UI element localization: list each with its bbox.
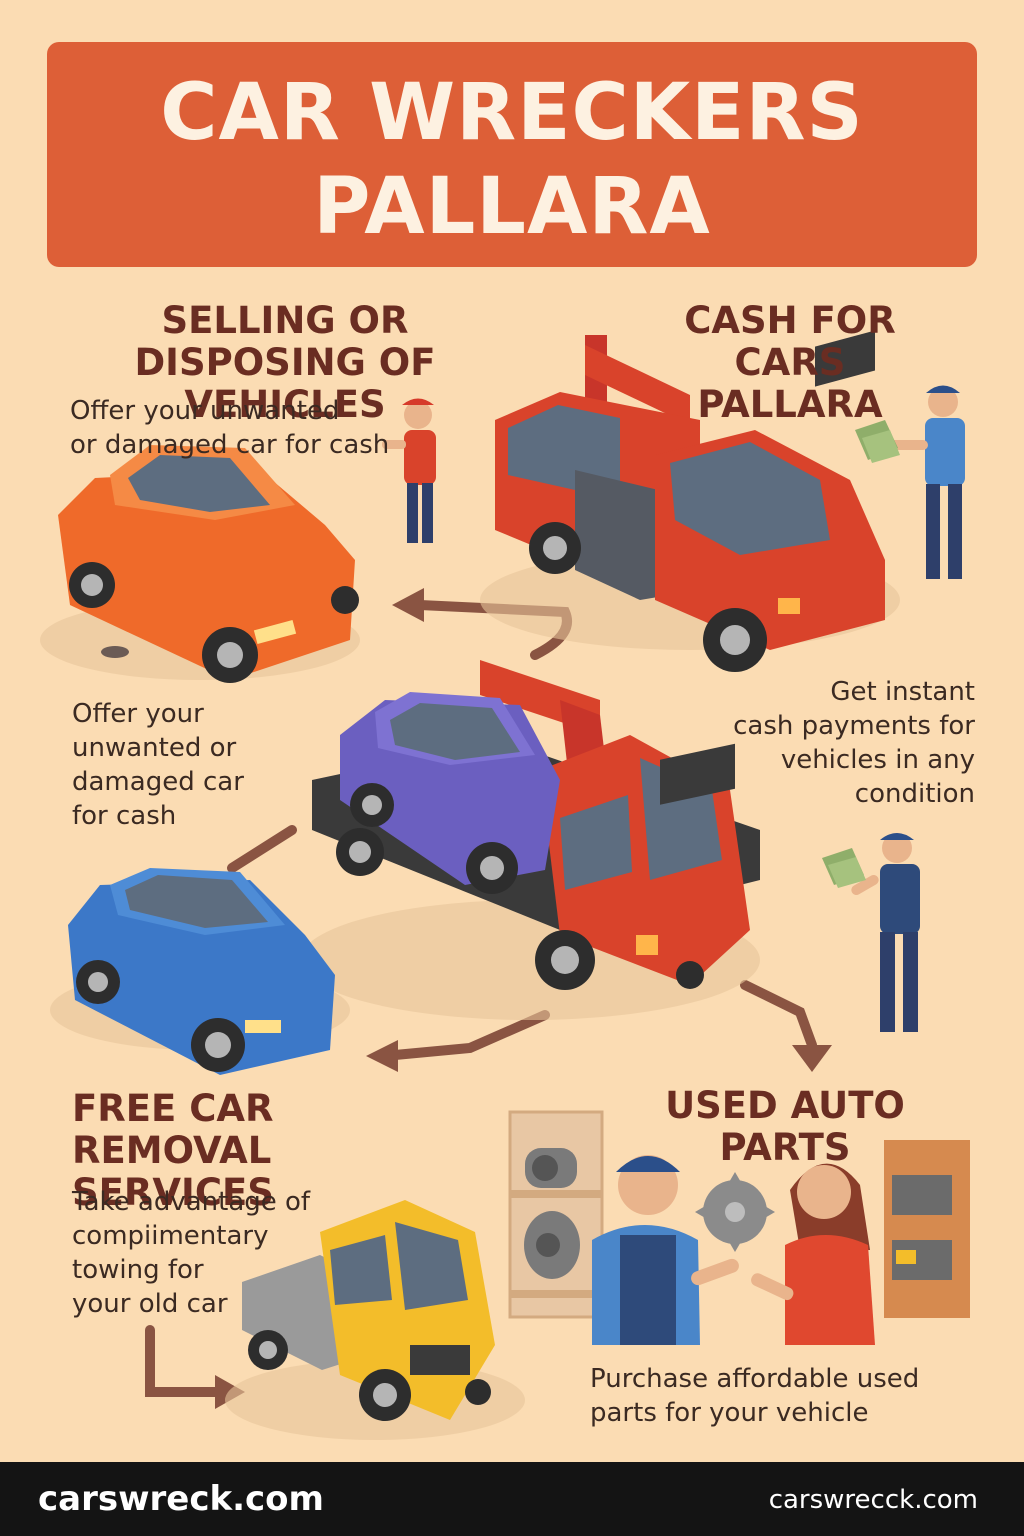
worker-icon (751, 1163, 875, 1345)
offer-text: Offer your unwanted or damaged car for c… (72, 697, 292, 833)
shelf-icon (508, 1110, 970, 1319)
illustration-scene (40, 330, 970, 1440)
cash-heading: CASH FOR CARS PALLARA (630, 300, 950, 426)
arrowhead-icons (215, 588, 832, 1409)
selling-heading: SELLING OR DISPOSING OF VEHICLES (55, 300, 515, 426)
cash-icon (855, 420, 900, 463)
selling-text: Offer your unwanted or damaged car for c… (70, 394, 410, 462)
removal-text-line1: Take advantage of (72, 1187, 311, 1217)
cash-heading-line1: CASH FOR CARS (684, 299, 896, 384)
title-banner: CAR WRECKERS PALLARA (47, 42, 977, 267)
offer-text-line3: damaged car (72, 767, 244, 797)
banner-title-line1: CAR WRECKERS (160, 68, 864, 158)
selling-heading-line2: DISPOSING OF VEHICLES (134, 341, 436, 426)
cash-text-line4: condition (854, 779, 975, 809)
yellow-flatbed-truck-icon (225, 1200, 525, 1440)
cash-text-line1: Get instant (830, 677, 975, 707)
offer-text-line1: Offer your (72, 699, 204, 729)
removal-text-line2: compiimentary (72, 1221, 269, 1251)
worker-icon (851, 833, 920, 1032)
footer-bar: carswreck.com carswrecck.com (0, 1462, 1024, 1536)
selling-text-line1: Offer your unwanted (70, 396, 340, 426)
cash-text: Get instant cash payments for vehicles i… (690, 675, 975, 811)
selling-heading-line1: SELLING OR (161, 299, 409, 342)
removal-text-line3: towing for (72, 1255, 204, 1285)
removal-heading-line1: FREE CAR (72, 1087, 274, 1130)
cash-icon (822, 848, 866, 888)
orange-sedan-icon (40, 445, 360, 683)
parts-text-line2: parts for your vehicle (590, 1398, 869, 1428)
removal-text: Take advantage of compiimentary towing f… (72, 1185, 332, 1321)
purple-sedan-icon (340, 692, 560, 894)
worker-icon (888, 385, 965, 579)
cash-text-line2: cash payments for (733, 711, 975, 741)
parts-heading: USED AUTO PARTS (665, 1084, 905, 1169)
removal-text-line4: your old car (72, 1289, 228, 1319)
worker-icon (382, 398, 436, 543)
tire-icon (524, 1148, 580, 1279)
parts-text: Purchase affordable used parts for your … (590, 1362, 990, 1430)
parts-text-line1: Purchase affordable used (590, 1364, 920, 1394)
offer-text-line4: for cash (72, 801, 177, 831)
worker-icon (592, 1155, 739, 1345)
footer-brand[interactable]: carswreck.com (38, 1479, 324, 1519)
gear-icon (695, 1172, 775, 1252)
offer-text-line2: unwanted or (72, 733, 237, 763)
removal-heading: FREE CAR REMOVAL SERVICES (72, 1088, 472, 1214)
red-tow-truck-icon (480, 330, 900, 672)
removal-heading-line2: REMOVAL SERVICES (72, 1129, 274, 1214)
banner-title-line2: PALLARA (313, 162, 711, 252)
blue-sedan-icon (50, 868, 350, 1075)
cash-heading-line2: PALLARA (697, 383, 883, 426)
cash-text-line3: vehicles in any (780, 745, 975, 775)
footer-url[interactable]: carswrecck.com (768, 1485, 978, 1515)
banner-title: CAR WRECKERS PALLARA (47, 66, 977, 254)
selling-text-line2: or damaged car for cash (70, 430, 390, 460)
